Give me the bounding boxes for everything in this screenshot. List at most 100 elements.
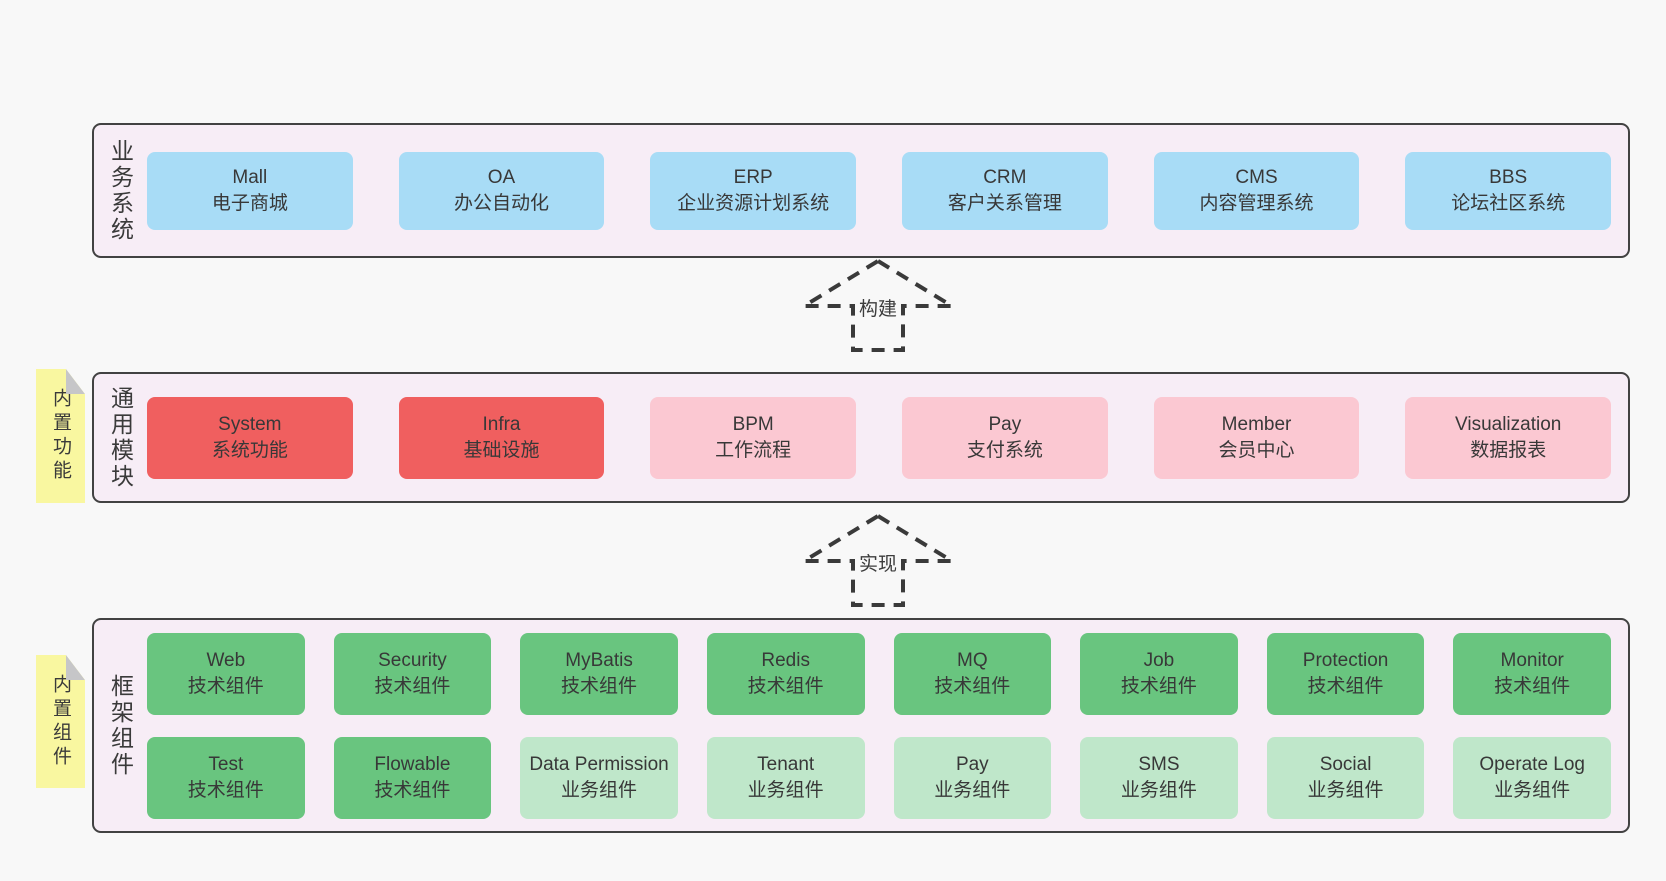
box-subtitle: 会员中心 [1218,439,1295,461]
box-title: System [218,413,282,435]
box-title: ERP [733,166,773,188]
sticky-note-builtin-components-label: 内置组件 [50,673,71,770]
box-title: Infra [482,413,521,435]
box-subtitle: 技术组件 [1120,675,1197,697]
box-title: Data Permission [529,753,669,775]
box-subtitle: 技术组件 [187,675,264,697]
sticky-note-builtin-features: 内置功能 [36,369,85,503]
module-box-member: Member 会员中心 [1153,396,1360,479]
module-box-monitor: Monitor 技术组件 [1453,632,1611,715]
box-subtitle: 业务组件 [561,779,638,801]
module-box-test: Test 技术组件 [147,736,305,819]
arrow-up-dashed-icon [796,258,960,352]
module-box-protection: Protection 技术组件 [1266,632,1425,715]
box-subtitle: 技术组件 [1494,675,1571,697]
module-box-erp: ERP 企业资源计划系统 [650,151,857,230]
module-box-tenant: Tenant 业务组件 [706,736,865,819]
box-subtitle: 客户关系管理 [947,192,1062,214]
module-box-operate-log: Operate Log 业务组件 [1453,736,1611,819]
box-title: Security [378,649,447,671]
box-title: BBS [1489,166,1528,188]
arrow-implement: 实现 [793,512,963,609]
panel-business-systems: 业务系统 Mall 电子商城 OA 办公自动化 ERP 企业资源计划系统 CRM 客户关系管理… [92,123,1630,258]
module-box-oa: OA 办公自动化 [398,151,605,230]
box-title: Visualization [1455,413,1562,435]
sticky-note-builtin-features-label: 内置功能 [50,388,71,484]
module-box-flowable: Flowable 技术组件 [333,736,492,819]
box-subtitle: 数据报表 [1470,439,1547,461]
box-subtitle: 技术组件 [187,779,264,801]
box-title: Member [1221,413,1292,435]
module-box-pay: Pay 支付系统 [902,396,1108,479]
box-subtitle: 技术组件 [561,675,638,697]
arrow-build-label: 构建 [855,294,901,321]
module-box-job: Job 技术组件 [1080,632,1238,715]
box-subtitle: 技术组件 [934,675,1011,697]
box-subtitle: 支付系统 [966,439,1043,461]
module-box-data-permission: Data Permission 业务组件 [520,736,678,819]
module-box-pay: Pay 业务组件 [893,736,1052,819]
box-title: CRM [983,166,1027,188]
arrow-build: 构建 [793,257,963,354]
module-box-visualization: Visualization 数据报表 [1405,396,1612,479]
module-box-redis: Redis 技术组件 [706,632,865,715]
module-box-bbs: BBS 论坛社区系统 [1405,151,1612,230]
module-box-crm: CRM 客户关系管理 [902,151,1108,230]
arrow-up-dashed-icon [796,513,960,607]
box-title: Monitor [1500,649,1564,671]
box-title: Job [1143,649,1175,671]
module-box-mall: Mall 电子商城 [147,151,353,230]
box-subtitle: 系统功能 [211,439,288,461]
box-subtitle: 办公自动化 [454,192,550,214]
box-subtitle: 技术组件 [374,779,451,801]
box-title: Tenant [757,753,815,775]
box-title: MQ [957,649,988,671]
box-title: Operate Log [1479,753,1585,775]
box-title: Protection [1302,649,1389,671]
module-box-bpm: BPM 工作流程 [650,396,857,479]
box-subtitle: 工作流程 [715,439,792,461]
box-title: Flowable [374,753,451,775]
module-box-infra: Infra 基础设施 [398,396,605,479]
box-subtitle: 基础设施 [463,439,540,461]
module-box-security: Security 技术组件 [333,632,492,715]
module-box-mq: MQ 技术组件 [893,632,1052,715]
box-subtitle: 技术组件 [1307,675,1384,697]
box-title: Web [206,649,246,671]
box-title: Mall [232,166,268,188]
module-box-web: Web 技术组件 [147,632,305,715]
box-title: Test [208,753,244,775]
box-title: Pay [955,753,989,775]
box-subtitle: 技术组件 [747,675,824,697]
box-title: Redis [761,649,810,671]
box-subtitle: 电子商城 [211,192,288,214]
box-subtitle: 业务组件 [747,779,824,801]
box-subtitle: 业务组件 [934,779,1011,801]
box-subtitle: 论坛社区系统 [1451,192,1566,214]
box-title: SMS [1138,753,1180,775]
box-title: OA [487,166,516,188]
panel-label-business-systems: 业务系统 [107,138,134,243]
box-subtitle: 企业资源计划系统 [677,192,830,214]
box-title: BPM [732,413,774,435]
panel-rows: System 系统功能 Infra 基础设施 BPM 工作流程 Pay 支付系统 Member 会… [147,374,1628,501]
box-subtitle: 内容管理系统 [1199,192,1314,214]
box-title: Pay [988,413,1022,435]
box-subtitle: 业务组件 [1494,779,1571,801]
arrow-implement-label: 实现 [855,549,901,576]
box-row-modules: System 系统功能 Infra 基础设施 BPM 工作流程 Pay 支付系统 Member 会… [147,396,1612,479]
panel-label-framework-components: 框架组件 [107,673,134,778]
sticky-note-builtin-components: 内置组件 [36,655,85,788]
box-subtitle: 技术组件 [374,675,451,697]
